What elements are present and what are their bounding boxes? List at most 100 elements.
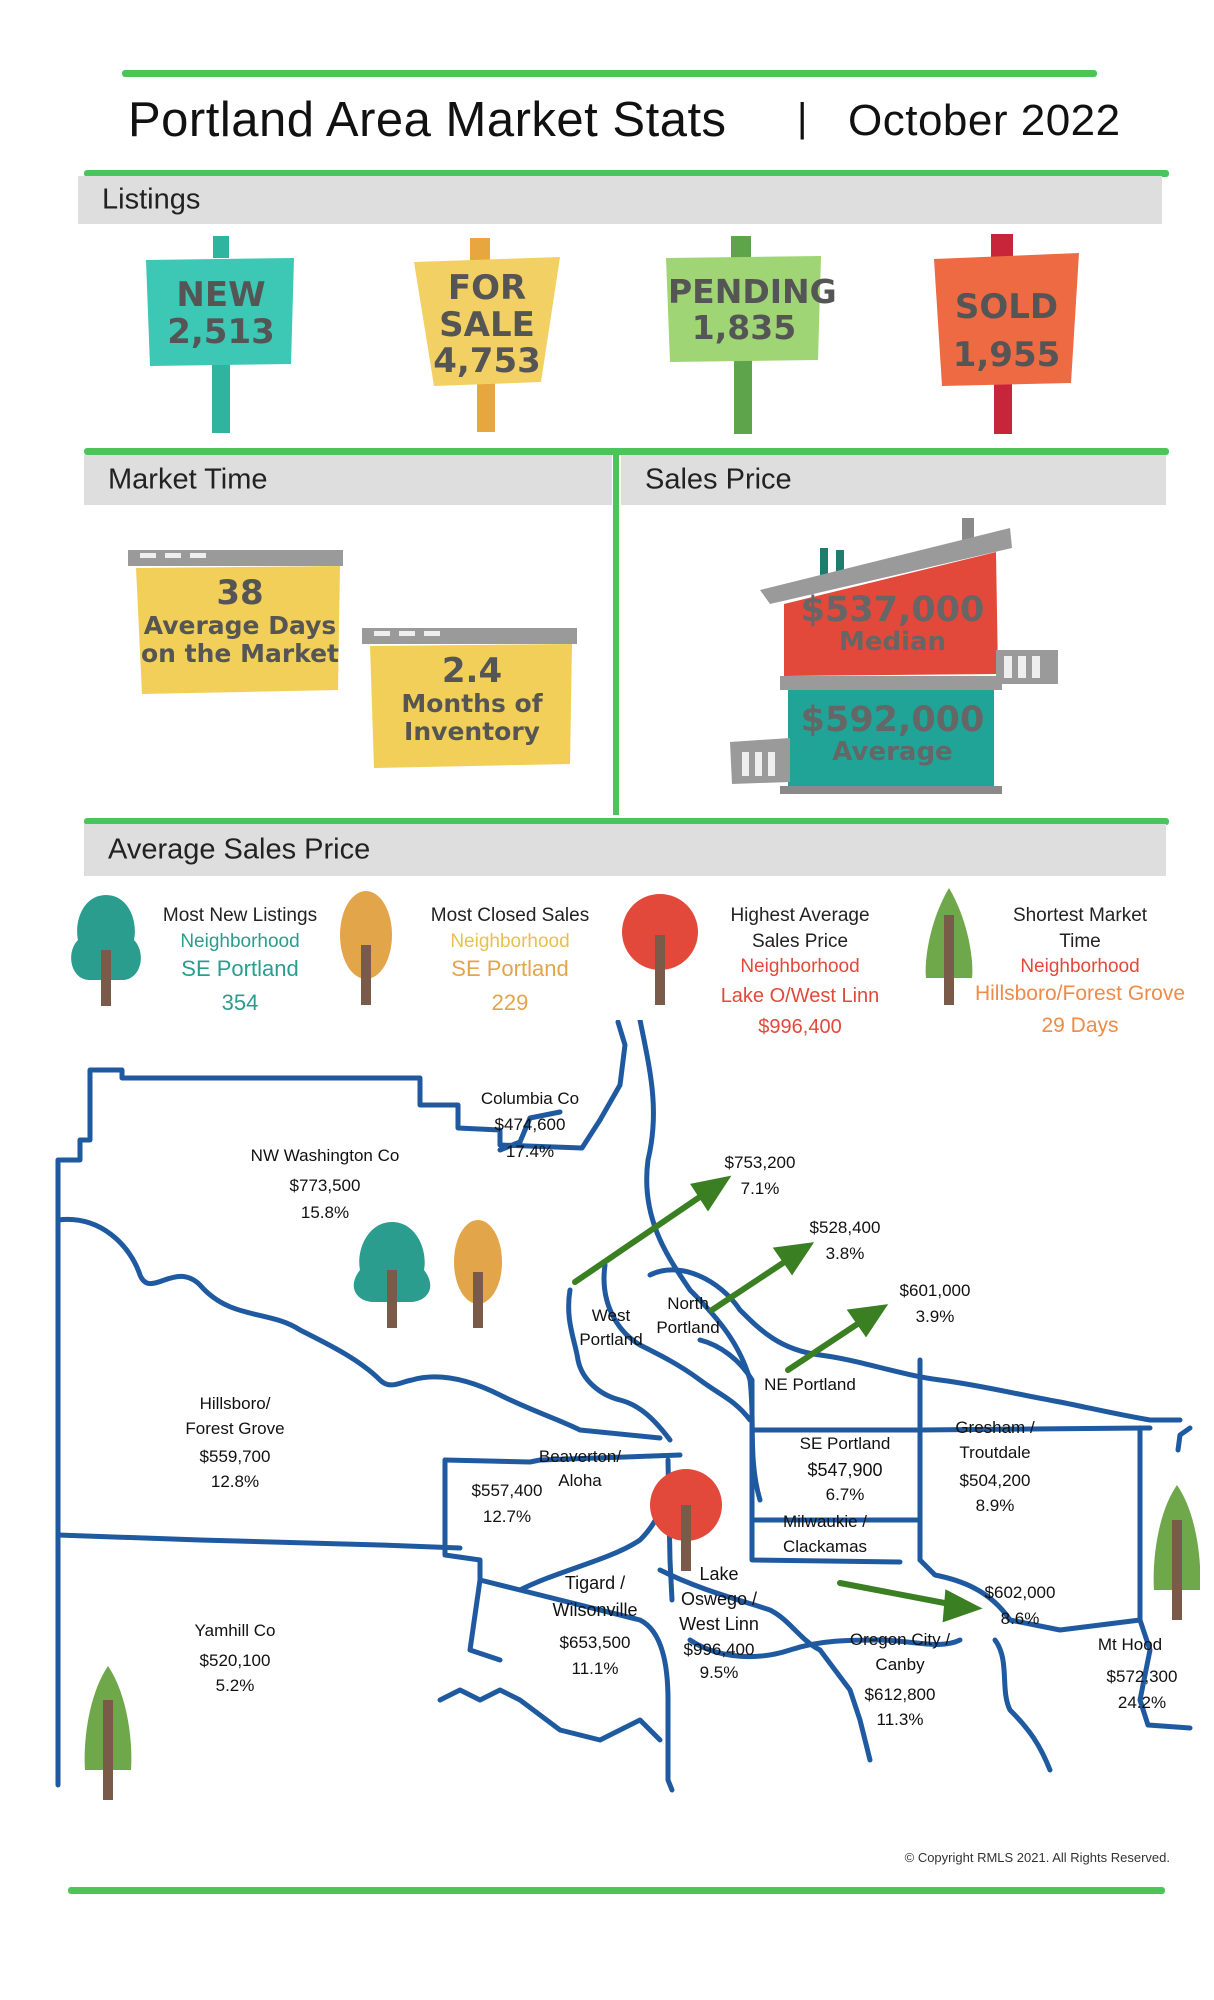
map-label-tigard-wilsonville: Tigard / Wilsonville $653,500 11.1% (535, 1570, 655, 1681)
average-label: Average (832, 736, 953, 767)
sales-price-section-header: Sales Price (621, 455, 1166, 505)
map-label-west-portland-pct: 7.1% (740, 1179, 780, 1199)
map-label-gresham-line2: Troutdale (959, 1442, 1031, 1462)
north-portland-arrow (709, 1252, 798, 1313)
map-label-mt-hood-name: Mt Hood (1085, 1632, 1175, 1658)
new-sign-text: NEW 2,513 (148, 277, 294, 350)
map-label-se-portland-price: $547,900 (807, 1459, 883, 1480)
map-label-gresham-line1: Gresham / (955, 1418, 1035, 1437)
map-label-yamhill-pct: 5.2% (215, 1676, 255, 1695)
new-sign-label: NEW (176, 275, 266, 315)
highlight-highest-average-sub: Neighborhood (740, 956, 860, 978)
map-green-pine-tree-icon-mt-hood (1153, 1485, 1200, 1620)
sold-sign-label: SOLD (954, 287, 1059, 327)
map-label-yamhill-name: Yamhill Co (194, 1621, 276, 1640)
highlight-highest-average-value: $996,400 (758, 1015, 842, 1038)
highlight-most-new-listings-value: 354 (221, 989, 259, 1015)
map-label-west-portland-line2: Portland (579, 1329, 643, 1349)
title-separator: | (797, 96, 808, 140)
map-label-beaverton-aloha-price: $557,400 12.7% (452, 1478, 562, 1531)
sold-sign-post (994, 378, 1012, 434)
map-label-gresham-price: $504,200 (959, 1471, 1031, 1491)
bottom-divider (68, 1887, 1165, 1894)
highlight-highest-average-title-line1: Highest Average (730, 905, 870, 926)
median-floor (784, 552, 998, 676)
map-label-tigard-pct: 11.1% (571, 1658, 619, 1678)
map-label-lake-oswego-price: $996,400 (683, 1639, 755, 1659)
map-label-mt-hood-pct: 24.2% (1117, 1693, 1167, 1713)
median-price-text: $537,000 Median (790, 592, 995, 656)
west-portland-arrow (572, 1187, 713, 1285)
header-divider (84, 170, 1169, 177)
highlight-shortest-time-sub: Neighborhood (1020, 956, 1140, 978)
average-sales-price-section-header: Average Sales Price (84, 824, 1166, 876)
market-time-section-header: Market Time (84, 455, 612, 505)
map-label-lake-oswego-pct: 9.5% (699, 1663, 739, 1683)
map-label-mt-hood-name-text: Mt Hood (1097, 1635, 1163, 1654)
highlight-most-new-listings: Most New Listings Neighborhood SE Portla… (140, 903, 340, 1018)
map-label-north-portland-price-value: $528,400 (809, 1218, 881, 1237)
map-label-se-portland: SE Portland $547,900 6.7% (790, 1432, 900, 1507)
map-label-north-portland-line2: Portland (656, 1317, 720, 1337)
map-label-milwaukie-line1: Milwaukie / (782, 1512, 868, 1531)
highlight-highest-average-price: Highest Average Sales Price Neighborhood… (700, 903, 900, 1041)
map-outer-boundary (55, 1020, 628, 1788)
days-label-line2: on the Market (140, 638, 340, 668)
median-value: $537,000 (800, 590, 985, 630)
market-time-buildings (128, 550, 577, 768)
new-sign-value: 2,513 (167, 311, 275, 352)
months-label-line2: Inventory (404, 716, 540, 746)
highlight-most-closed-sales-sub: Neighborhood (450, 930, 570, 952)
highlight-shortest-time-area: Hillsboro/Forest Grove (974, 981, 1186, 1005)
map-label-lake-oswego-line1: Lake (699, 1564, 739, 1584)
highlight-shortest-time-value: 29 Days (1041, 1014, 1119, 1038)
map-label-west-portland-price: $753,200 7.1% (700, 1150, 820, 1203)
for-sale-sign-value: 4,753 (433, 341, 541, 382)
map-label-yamhill-co: Yamhill Co $520,100 5.2% (175, 1618, 295, 1699)
copyright-text: © Copyright RMLS 2021. All Rights Reserv… (904, 1850, 1170, 1865)
map-label-oregon-city-line2: Canby (875, 1654, 925, 1674)
map-label-gresham-troutdale: Gresham / Troutdale $504,200 8.9% (935, 1416, 1055, 1519)
days-label-line1: Average Days (143, 611, 337, 641)
highlight-most-new-listings-sub: Neighborhood (180, 930, 300, 952)
map-label-oregon-city-canby: Oregon City / Canby $612,800 11.3% (835, 1628, 965, 1733)
portland-area-map (55, 1020, 1200, 1800)
map-label-lake-oswego-line2: Oswego / (680, 1589, 758, 1610)
map-label-west-portland-line1: West (591, 1306, 631, 1325)
map-label-north-portland-pct: 3.8% (825, 1244, 865, 1264)
map-label-ne-portland-name: NE Portland (755, 1372, 865, 1398)
map-label-north-portland-line1: North (667, 1294, 709, 1313)
ne-portland-arrow (785, 1314, 871, 1373)
milwaukie-arrow (837, 1580, 958, 1608)
map-red-tree-icon (650, 1469, 722, 1571)
page-title: Portland Area Market Stats (128, 93, 727, 147)
highlight-highest-average-title-line2: Sales Price (751, 930, 849, 952)
pending-sign-label: PENDING (668, 272, 837, 311)
highlight-shortest-time-title-line1: Shortest Market (1012, 905, 1148, 926)
map-label-lake-oswego-west-linn: Lake Oswego / West Linn $996,400 9.5% (664, 1562, 774, 1685)
map-label-milwaukie-price: $602,000 (984, 1583, 1056, 1602)
listing-signs (146, 234, 1079, 434)
listings-section-header: Listings (78, 176, 1162, 224)
map-label-columbia-co-name: Columbia Co (480, 1089, 580, 1108)
map-label-mt-hood-values: $572,300 24.2% (1092, 1664, 1192, 1717)
average-sales-price-heading: Average Sales Price (108, 833, 371, 866)
map-label-north-portland-price: $528,400 3.8% (785, 1215, 905, 1268)
market-time-heading: Market Time (108, 463, 268, 496)
map-label-columbia-co: Columbia Co $474,600 17.4% (470, 1086, 590, 1165)
sold-sign-text: SOLD 1,955 (934, 284, 1079, 379)
highlight-most-closed-sales: Most Closed Sales Neighborhood SE Portla… (410, 903, 610, 1018)
listings-heading: Listings (102, 183, 201, 216)
map-label-nw-washington-co-pct: 15.8% (300, 1202, 350, 1222)
for-sale-sign-label-line2: SALE (439, 304, 535, 345)
map-label-mt-hood-price: $572,300 (1106, 1667, 1178, 1686)
map-label-yamhill-price: $520,100 (199, 1650, 271, 1670)
highlight-most-closed-sales-value: 229 (491, 989, 529, 1015)
map-label-beaverton-pct: 12.7% (482, 1507, 532, 1527)
map-label-ne-portland-pct: 3.9% (915, 1307, 955, 1327)
average-value: $592,000 (800, 700, 985, 740)
for-sale-sign-board (414, 257, 560, 386)
map-label-beaverton-aloha-name: Beaverton/ Aloha (530, 1445, 630, 1493)
green-pine-tree-icon (925, 888, 973, 1005)
map-label-hillsboro-pct: 12.8% (210, 1471, 260, 1491)
